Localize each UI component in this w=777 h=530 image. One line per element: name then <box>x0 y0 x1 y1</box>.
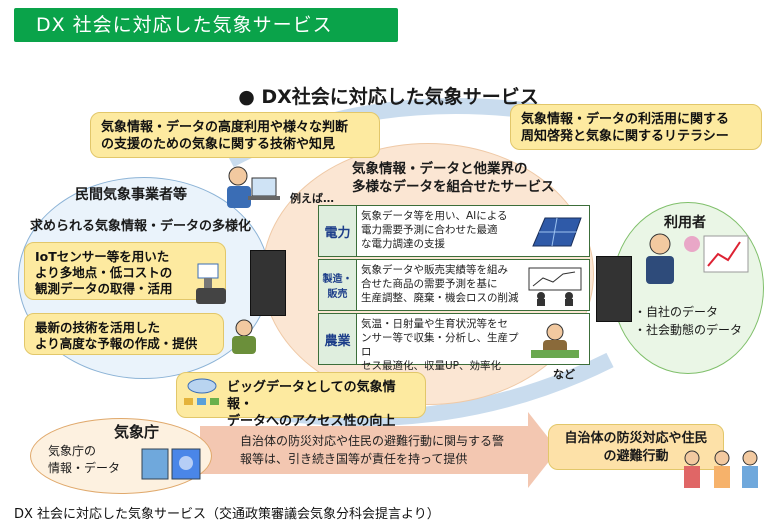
service-desc-line: ンサー等で収集・分析し、生産プロ <box>361 332 519 358</box>
service-row-manufacturing: 製造・販売 気象データや販売実績等を組み 合せた商品の需要予測を基に 生産調整、… <box>318 259 590 311</box>
weather-map-icon <box>141 448 201 480</box>
forecast-line2: より高度な予報の作成・提供 <box>35 336 198 351</box>
user-data-list: ・自社のデータ ・社会動態のデータ <box>634 303 742 339</box>
farmer-icon <box>531 323 579 358</box>
bigdata-line2: データへのアクセス性の向上 <box>227 414 396 429</box>
jma-line2: 情報・データ <box>48 461 121 475</box>
service-row-agriculture: 農業 気温・日射量や生育状況等をセ ンサー等で収集・分析し、生産プロ セス最適化… <box>318 313 590 372</box>
etc-label: など <box>553 368 575 381</box>
center-title: 気象情報・データと他業界の 多様なデータを組合せたサービス <box>352 160 555 196</box>
warning-line2: 報等は、引き続き国等が責任を持って提供 <box>240 452 468 466</box>
user-ellipse <box>612 202 764 374</box>
result-line2: の避難行動 <box>603 449 669 464</box>
jma-line1: 気象庁の <box>48 444 97 458</box>
user-data-icon <box>646 233 749 284</box>
callout-literacy-line2: 周知啓発と気象に関するリテラシー <box>521 129 729 144</box>
service-desc-line: 気温・日射量や生育状況等をセ <box>361 318 508 330</box>
cloud-data-icon <box>184 378 219 405</box>
service-desc-line: 合せた商品の需要予測を基に <box>361 278 498 290</box>
warning-line1: 自治体の防災対応や住民の避難行動に関与する警 <box>240 434 505 448</box>
left-server-icon <box>250 250 286 316</box>
service-category: 農業 <box>319 314 357 364</box>
private-weather-title: 民間気象事業者等 <box>75 187 187 203</box>
service-description: 気象データや販売実績等を組み 合せた商品の需要予測を基に 生産調整、廃棄・機会ロ… <box>361 263 521 305</box>
header-banner: DX 社会に対応した気象サービス <box>14 8 398 42</box>
user-data-item: ・自社のデータ <box>634 305 719 319</box>
service-description: 気象データ等を用い、AIによる 電力需要予測に合わせた最適 な電力調達の支援 <box>361 209 521 251</box>
iot-line3: 観測データの取得・活用 <box>35 281 173 296</box>
right-server-icon <box>596 256 632 322</box>
center-title-line1: 気象情報・データと他業界の <box>352 161 528 177</box>
callout-literacy-line1: 気象情報・データの利活用に関する <box>521 112 730 127</box>
service-desc-line: 電力需要予測に合わせた最適 <box>361 224 498 236</box>
callout-literacy: 気象情報・データの利活用に関する 周知啓発と気象に関するリテラシー <box>510 104 762 150</box>
center-title-line2: 多様なデータを組合せたサービス <box>352 179 555 195</box>
warning-arrow <box>200 426 530 474</box>
jma-title: 気象庁 <box>114 423 160 441</box>
forecast-box: 最新の技術を活用した より高度な予報の作成・提供 <box>24 313 224 355</box>
warning-text: 自治体の防災対応や住民の避難行動に関与する警 報等は、引き続き国等が責任を持って… <box>240 432 540 468</box>
bigdata-line1: ビッグデータとしての気象情報・ <box>227 380 396 412</box>
result-line1: 自治体の防災対応や住民 <box>564 431 708 446</box>
forecast-line1: 最新の技術を活用した <box>35 320 161 335</box>
service-desc-line: な電力調達の支援 <box>361 238 445 250</box>
figure-caption: DX 社会に対応した気象サービス（交通政策審議会気象分科会提言より） <box>14 507 440 522</box>
bigdata-callout: ビッグデータとしての気象情報・ データへのアクセス性の向上 <box>176 372 426 429</box>
main-title: ● DX社会に対応した気象サービス <box>238 86 539 108</box>
iot-line2: より多地点・低コストの <box>35 265 173 280</box>
business-chart-icon <box>528 267 582 306</box>
user-title: 利用者 <box>664 215 706 231</box>
warning-arrow-head <box>528 412 558 488</box>
forecaster-icon <box>232 319 256 354</box>
callout-technology-line1: 気象情報・データの高度利用や様々な判断 <box>101 120 349 135</box>
service-row-power: 電力 気象データ等を用い、AIによる 電力需要予測に合わせた最適 な電力調達の支… <box>318 205 590 257</box>
iot-line1: IoTセンサー等を用いた <box>35 249 170 264</box>
service-desc-line: セス最適化、収量UP、効率化 <box>361 360 502 372</box>
iot-sensor-box: IoTセンサー等を用いた より多地点・低コストの 観測データの取得・活用 <box>24 242 226 300</box>
solar-panel-icon <box>532 217 582 247</box>
banner-title: DX 社会に対応した気象サービス <box>36 14 333 36</box>
diversification-label: 求められる気象情報・データの多様化 <box>30 219 252 234</box>
service-category: 製造・販売 <box>319 260 357 310</box>
service-desc-line: 生産調整、廃棄・機会ロスの削減 <box>361 292 519 304</box>
service-category: 電力 <box>319 206 357 256</box>
service-desc-line: 気象データ等を用い、AIによる <box>361 210 508 222</box>
service-desc-line: 気象データや販売実績等を組み <box>361 264 508 276</box>
callout-technology-line2: の支援のための気象に関する技術や知見 <box>101 137 336 152</box>
user-data-item: ・社会動態のデータ <box>634 323 743 337</box>
iot-sensor-icon <box>196 263 226 304</box>
evacuees-icon <box>684 450 758 488</box>
analyst-laptop-icon <box>227 166 280 208</box>
jma-data-label: 気象庁の 情報・データ <box>48 443 120 477</box>
example-label: 例えば… <box>290 192 334 205</box>
service-description: 気温・日射量や生育状況等をセ ンサー等で収集・分析し、生産プロ セス最適化、収量… <box>361 317 521 373</box>
callout-technology: 気象情報・データの高度利用や様々な判断 の支援のための気象に関する技術や知見 <box>90 112 380 158</box>
